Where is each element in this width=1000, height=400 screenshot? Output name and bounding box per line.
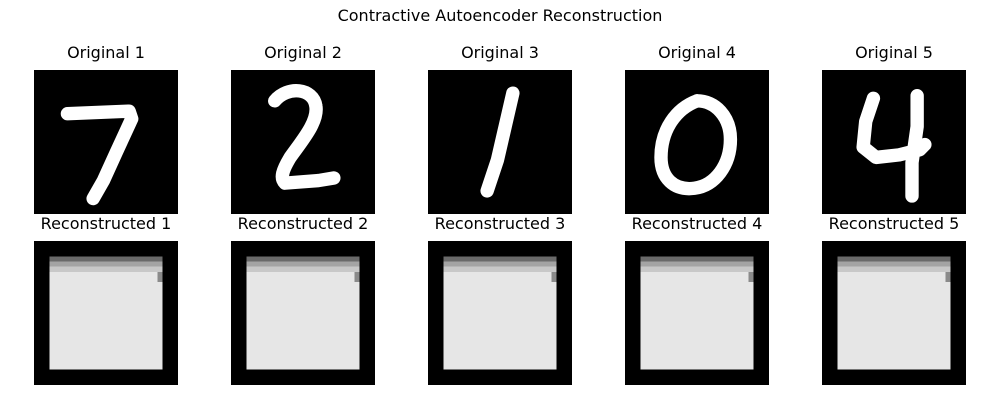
digit-stroke <box>905 89 924 203</box>
panel-reconstructed-4: Reconstructed 4 <box>625 214 769 385</box>
reconstruction-band-mid <box>246 261 360 267</box>
reconstruction-block <box>246 256 360 370</box>
panel-title-reconstructed-2: Reconstructed 2 <box>237 214 369 233</box>
panel-title-original-3: Original 3 <box>461 43 539 62</box>
reconstruction-notch <box>945 271 951 283</box>
reconstruction-notch <box>354 271 360 283</box>
image-original-4 <box>625 70 769 214</box>
panel-title-original-5: Original 5 <box>855 43 933 62</box>
reconstruction-band-low <box>443 266 557 272</box>
image-background <box>34 70 178 214</box>
panel-original-1: Original 1 <box>34 43 178 214</box>
digit-stroke <box>60 104 139 206</box>
reconstruction-block <box>837 256 951 370</box>
reconstruction-band-top <box>443 256 557 262</box>
image-reconstructed-5 <box>822 241 966 385</box>
panel-original-2: Original 2 <box>231 43 375 214</box>
reconstruction-band-mid <box>443 261 557 267</box>
reconstruction-block <box>443 256 557 370</box>
reconstruction-band-top <box>640 256 754 262</box>
image-original-2 <box>231 70 375 214</box>
panel-reconstructed-5: Reconstructed 5 <box>822 214 966 385</box>
reconstruction-band-low <box>640 266 754 272</box>
panel-title-original-1: Original 1 <box>67 43 145 62</box>
panel-reconstructed-1: Reconstructed 1 <box>34 214 178 385</box>
panel-title-reconstructed-4: Reconstructed 4 <box>631 214 763 233</box>
image-original-5 <box>822 70 966 214</box>
reconstruction-block <box>640 256 754 370</box>
panel-title-reconstructed-3: Reconstructed 3 <box>434 214 566 233</box>
panel-title-reconstructed-5: Reconstructed 5 <box>828 214 960 233</box>
panel-reconstructed-3: Reconstructed 3 <box>428 214 572 385</box>
reconstruction-block <box>49 256 163 370</box>
figure-title: Contractive Autoencoder Reconstruction <box>337 6 663 25</box>
image-original-1 <box>34 70 178 214</box>
panel-original-3: Original 3 <box>428 43 572 214</box>
digit-stroke <box>654 94 738 196</box>
panel-title-reconstructed-1: Reconstructed 1 <box>40 214 172 233</box>
reconstruction-band-top <box>246 256 360 262</box>
image-reconstructed-1 <box>34 241 178 385</box>
reconstruction-band-top <box>49 256 163 262</box>
panel-title-original-2: Original 2 <box>264 43 342 62</box>
image-reconstructed-4 <box>625 241 769 385</box>
reconstruction-notch <box>551 271 557 283</box>
reconstruction-band-low <box>246 266 360 272</box>
reconstruction-band-top <box>837 256 951 262</box>
panel-original-4: Original 4 <box>625 43 769 214</box>
digit-stroke <box>268 84 341 190</box>
panel-reconstructed-2: Reconstructed 2 <box>231 214 375 385</box>
panel-title-original-4: Original 4 <box>658 43 736 62</box>
image-original-3 <box>428 70 572 214</box>
reconstruction-band-mid <box>640 261 754 267</box>
reconstruction-band-low <box>837 266 951 272</box>
image-reconstructed-3 <box>428 241 572 385</box>
reconstruction-band-mid <box>49 261 163 267</box>
reconstruction-band-mid <box>837 261 951 267</box>
reconstruction-notch <box>157 271 163 283</box>
image-background <box>822 70 966 214</box>
reconstruction-band-low <box>49 266 163 272</box>
digit-stroke <box>480 86 520 198</box>
reconstruction-notch <box>748 271 754 283</box>
image-reconstructed-2 <box>231 241 375 385</box>
panel-original-5: Original 5 <box>822 43 966 214</box>
